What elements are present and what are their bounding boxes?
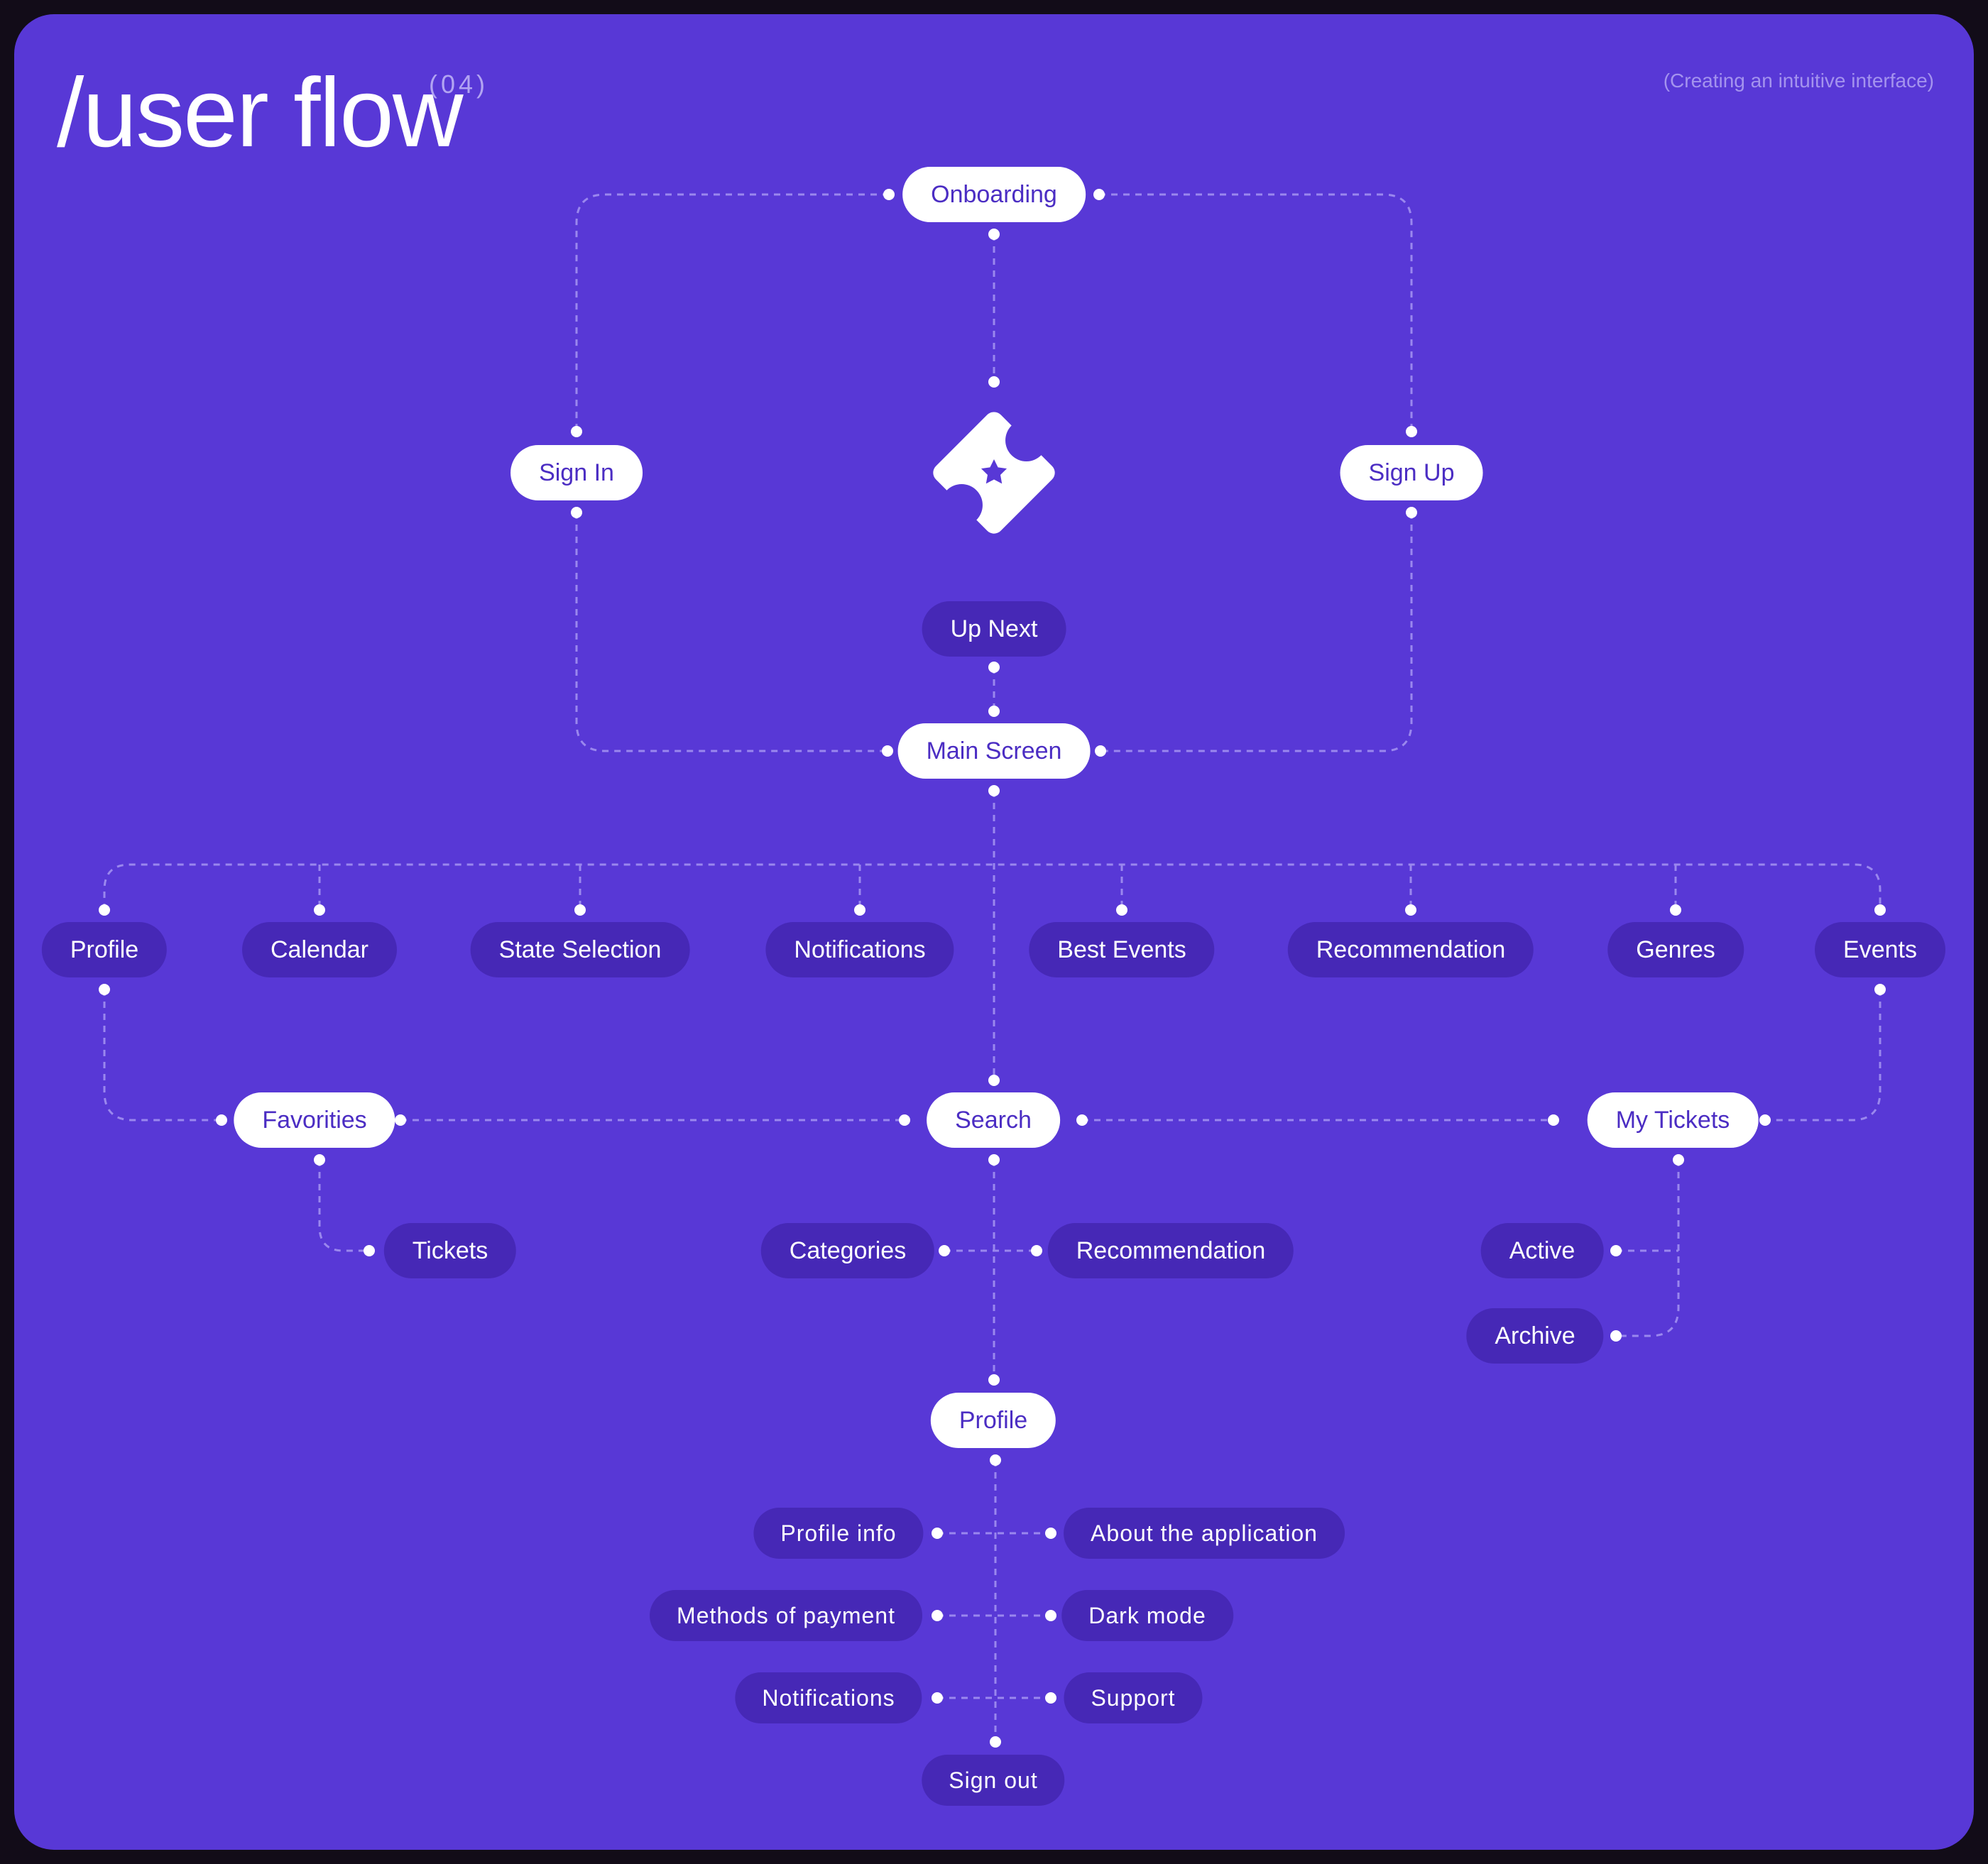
- node-active[interactable]: Active: [1480, 1223, 1604, 1278]
- connector-dot: [988, 1154, 1000, 1166]
- node-categories[interactable]: Categories: [760, 1223, 935, 1278]
- section-number-badge: (04): [429, 70, 489, 99]
- connector-dot: [571, 426, 582, 437]
- branch-bus: [103, 863, 1882, 910]
- node-archive[interactable]: Archive: [1466, 1308, 1604, 1364]
- connector-dot: [1406, 426, 1417, 437]
- node-profile[interactable]: Profile: [930, 1393, 1056, 1448]
- connector-dot: [1548, 1114, 1559, 1126]
- node-onboarding[interactable]: Onboarding: [902, 167, 1086, 222]
- connector-dot: [854, 904, 865, 916]
- connector-dot: [99, 984, 110, 995]
- node-dark-mode[interactable]: Dark mode: [1061, 1590, 1233, 1641]
- node-my-tickets[interactable]: My Tickets: [1587, 1092, 1759, 1148]
- connector-dot: [1673, 1154, 1684, 1166]
- node-about-application[interactable]: About the application: [1064, 1508, 1345, 1559]
- connector-layer: [99, 189, 1886, 1748]
- connector-dot: [1406, 507, 1417, 518]
- connector-dot: [1116, 904, 1127, 916]
- connector-dot: [574, 904, 586, 916]
- node-branch-state-selection[interactable]: State Selection: [470, 922, 690, 977]
- node-support[interactable]: Support: [1064, 1672, 1203, 1723]
- connector-dot: [1405, 904, 1416, 916]
- node-methods-of-payment[interactable]: Methods of payment: [650, 1590, 922, 1641]
- node-up-next[interactable]: Up Next: [922, 601, 1066, 657]
- connector-dot: [988, 662, 1000, 673]
- sign-up-to-main: [1100, 512, 1413, 752]
- user-flow-board: /user flow (04) (Creating an intuitive i…: [14, 14, 1974, 1850]
- connector-dot: [990, 1454, 1001, 1466]
- node-sign-out[interactable]: Sign out: [922, 1755, 1065, 1806]
- events-to-my-tickets: [1765, 989, 1882, 1122]
- node-branch-notifications[interactable]: Notifications: [765, 922, 954, 977]
- connector-dot: [1610, 1330, 1622, 1342]
- onboarding-to-sign-in: [575, 193, 889, 432]
- node-search[interactable]: Search: [927, 1092, 1060, 1148]
- node-tickets[interactable]: Tickets: [383, 1223, 517, 1278]
- connector-dot: [988, 706, 1000, 717]
- favorites-to-tickets: [318, 1160, 369, 1252]
- node-sign-in[interactable]: Sign In: [510, 445, 643, 500]
- connector-dot: [395, 1114, 406, 1126]
- connector-dot: [1874, 984, 1886, 995]
- connector-dot: [988, 1374, 1000, 1386]
- connector-dot: [1045, 1610, 1056, 1621]
- connector-dot: [988, 785, 1000, 796]
- onboarding-to-sign-up: [1099, 193, 1413, 432]
- my-tickets-to-archive: [1616, 1160, 1680, 1337]
- connector-dot: [939, 1245, 950, 1256]
- connector-dot: [314, 1154, 325, 1166]
- connector-dot: [932, 1528, 943, 1539]
- connector-dot: [1610, 1245, 1622, 1256]
- connector-dot: [571, 507, 582, 518]
- connector-dot: [1045, 1692, 1056, 1704]
- connector-dot: [1045, 1528, 1056, 1539]
- node-main-screen[interactable]: Main Screen: [897, 723, 1091, 779]
- node-branch-genres[interactable]: Genres: [1607, 922, 1744, 977]
- connector-dot: [314, 904, 325, 916]
- connector-dot: [1093, 189, 1105, 200]
- node-branch-calendar[interactable]: Calendar: [242, 922, 397, 977]
- connector-dot: [932, 1610, 943, 1621]
- connector-dot: [1076, 1114, 1088, 1126]
- connector-dot: [988, 229, 1000, 240]
- connector-dot: [1874, 904, 1886, 916]
- page-title: /user flow: [57, 58, 464, 168]
- connector-dot: [990, 1736, 1001, 1748]
- connector-dot: [1670, 904, 1681, 916]
- connector-dot: [364, 1245, 375, 1256]
- profile-to-favorites: [103, 989, 222, 1122]
- connector-dot: [988, 376, 1000, 388]
- node-search-recommendation[interactable]: Recommendation: [1047, 1223, 1294, 1278]
- ticket-star-icon: [933, 412, 1055, 534]
- node-profile-info[interactable]: Profile info: [753, 1508, 924, 1559]
- sign-in-to-main: [575, 512, 888, 752]
- connector-dot: [883, 189, 895, 200]
- connector-dot: [1095, 745, 1106, 757]
- connector-dot: [932, 1692, 943, 1704]
- connector-dot: [1759, 1114, 1771, 1126]
- connector-dot: [899, 1114, 910, 1126]
- node-branch-recommendation[interactable]: Recommendation: [1287, 922, 1534, 977]
- node-branch-events[interactable]: Events: [1815, 922, 1945, 977]
- node-sign-up[interactable]: Sign Up: [1340, 445, 1483, 500]
- connector-dot: [1031, 1245, 1042, 1256]
- connector-dot: [99, 904, 110, 916]
- node-branch-profile[interactable]: Profile: [41, 922, 168, 977]
- connector-dot: [882, 745, 893, 757]
- node-profile-notifications[interactable]: Notifications: [735, 1672, 922, 1723]
- node-favorites[interactable]: Favorities: [234, 1092, 395, 1148]
- connector-dot: [216, 1114, 227, 1126]
- connector-dot: [988, 1075, 1000, 1086]
- node-branch-best-events[interactable]: Best Events: [1029, 922, 1215, 977]
- tagline: (Creating an intuitive interface): [1663, 70, 1934, 92]
